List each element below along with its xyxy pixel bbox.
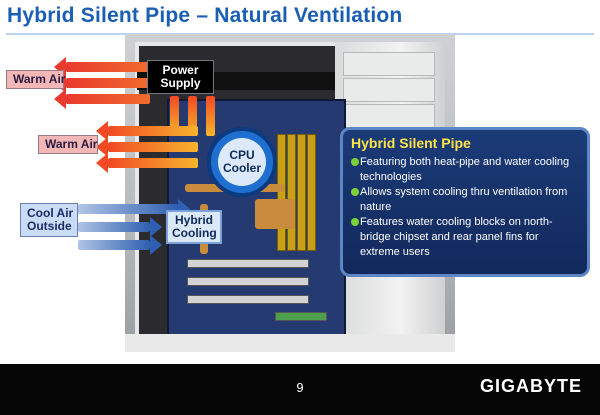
ram-slot <box>277 134 286 251</box>
case-floor <box>125 334 455 352</box>
pcie-slot <box>187 259 309 268</box>
brand-logo: GIGABYTE <box>479 376 582 396</box>
slide-title: Hybrid Silent Pipe – Natural Ventilation <box>7 4 403 27</box>
feature-text: Allows system cooling thru ventilation f… <box>360 186 568 213</box>
warm-air-arrow <box>96 121 198 141</box>
page-number: 9 <box>296 380 304 395</box>
pcie-slot <box>187 277 309 286</box>
pcie-slot <box>275 312 327 321</box>
ram-slot <box>287 134 296 251</box>
warm-air-label-mid: Warm Air <box>38 135 98 154</box>
power-supply-label-line: Power <box>162 63 199 77</box>
pc-case-photo <box>125 34 455 352</box>
bullet-icon <box>351 188 359 196</box>
chipset-heatsink <box>255 199 295 229</box>
power-supply-label: Power Supply <box>147 60 214 94</box>
warm-air-riser <box>170 96 179 136</box>
feature-item: Allows system cooling thru ventilation f… <box>351 185 579 215</box>
pcie-slot <box>187 295 309 304</box>
warm-air-arrow <box>54 73 150 93</box>
drive-bay <box>343 78 435 102</box>
footer-bar: 9 GIGABYTE <box>0 364 600 415</box>
cool-air-label-line: Outside <box>27 219 72 233</box>
drive-bay <box>343 52 435 76</box>
warm-air-arrow <box>96 137 198 157</box>
cpu-cooler-badge: CPU Cooler <box>207 127 277 197</box>
feature-item: Features water cooling blocks on north-b… <box>351 215 579 260</box>
cpu-cooler-label: CPU Cooler <box>218 138 266 186</box>
cool-air-label-line: Cool Air <box>27 206 74 220</box>
ram-slot <box>297 134 306 251</box>
bullet-icon <box>351 218 359 226</box>
cpu-cooler-label-line: Cooler <box>222 161 261 175</box>
cpu-cooler-label-line: CPU <box>229 148 255 162</box>
bullet-icon <box>351 158 359 166</box>
feature-text: Featuring both heat-pipe and water cooli… <box>360 156 570 183</box>
cool-air-arrow <box>78 199 190 219</box>
cool-air-arrow <box>78 217 162 237</box>
feature-item: Featuring both heat-pipe and water cooli… <box>351 155 579 185</box>
warm-air-label-top: Warm Air <box>6 70 65 89</box>
warm-air-arrow <box>54 89 150 109</box>
feature-text: Features water cooling blocks on north-b… <box>360 216 553 258</box>
panel-title: Hybrid Silent Pipe <box>351 135 471 151</box>
cool-air-arrow <box>78 235 162 255</box>
ram-slot <box>307 134 316 251</box>
warm-air-riser <box>206 96 215 136</box>
feature-panel: Hybrid Silent Pipe Featuring both heat-p… <box>340 127 590 277</box>
warm-air-arrow <box>54 57 150 77</box>
hybrid-cooling-label: Hybrid Cooling <box>166 210 222 244</box>
power-supply-label-line: Supply <box>160 76 201 90</box>
warm-air-riser <box>188 96 197 136</box>
cool-air-label: Cool Air Outside <box>20 203 78 237</box>
drive-bay <box>343 104 435 128</box>
hybrid-cooling-label-line: Cooling <box>172 226 217 240</box>
hybrid-cooling-label-line: Hybrid <box>174 213 213 227</box>
warm-air-arrow <box>96 153 198 173</box>
